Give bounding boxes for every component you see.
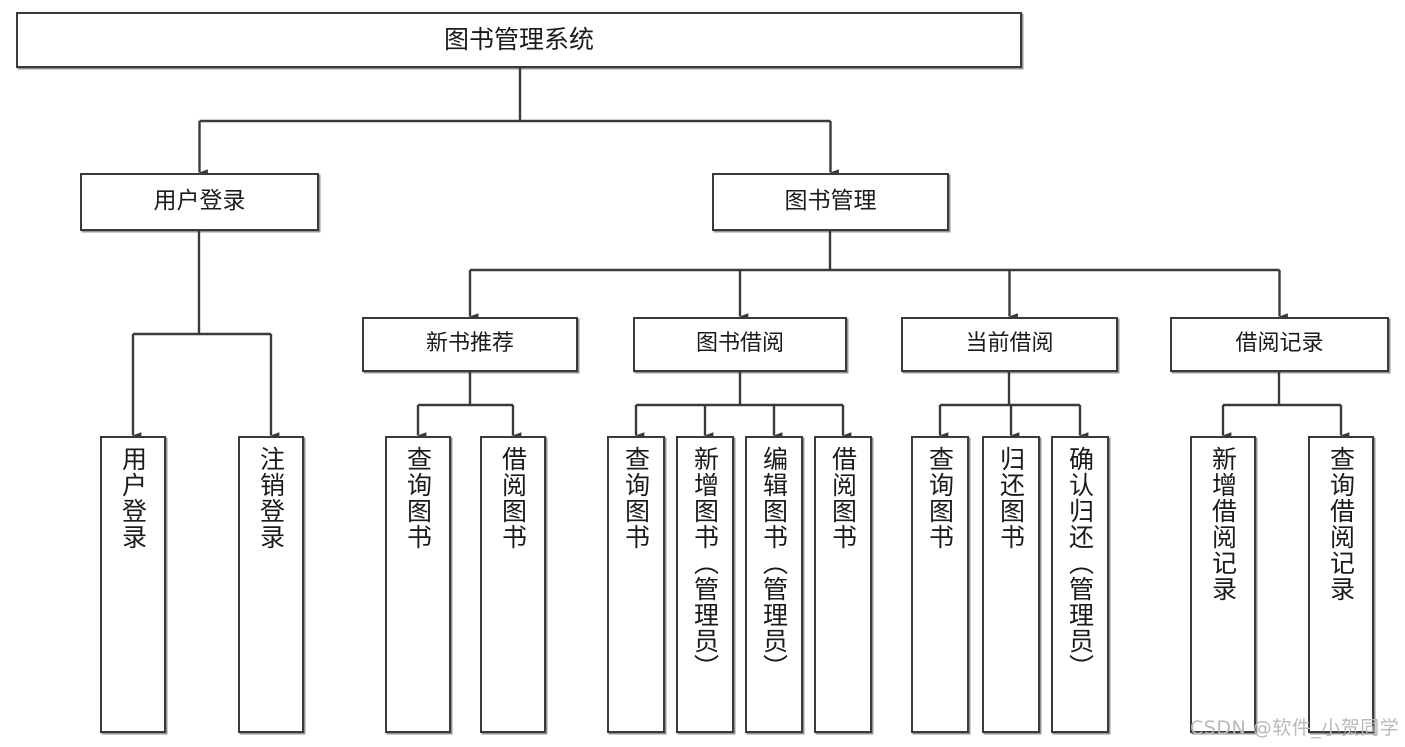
node-label: 确认归还（管理员） — [1065, 446, 1095, 680]
node-leaf-add-book[interactable]: 新增图书（管理员） — [676, 436, 734, 733]
node-label: 借阅记录 — [1235, 331, 1324, 357]
node-label: 图书管理 — [784, 188, 877, 215]
node-leaf-confirm-return[interactable]: 确认归还（管理员） — [1051, 436, 1109, 733]
node-leaf-query-book-2[interactable]: 查询图书 — [607, 436, 665, 733]
node-label: 用户登录 — [118, 446, 148, 550]
node-leaf-add-record[interactable]: 新增借阅记录 — [1190, 436, 1256, 733]
node-leaf-query-book-3[interactable]: 查询图书 — [911, 436, 969, 733]
node-label: 查询图书 — [621, 446, 651, 550]
node-label: 借阅图书 — [828, 446, 858, 550]
node-leaf-borrow-book-2[interactable]: 借阅图书 — [814, 436, 872, 733]
node-label: 归还图书 — [996, 446, 1026, 550]
node-leaf-query-record[interactable]: 查询借阅记录 — [1308, 436, 1374, 733]
node-leaf-query-book-1[interactable]: 查询图书 — [385, 436, 451, 733]
node-leaf-logout[interactable]: 注销登录 — [238, 436, 304, 733]
node-leaf-edit-book[interactable]: 编辑图书（管理员） — [745, 436, 803, 733]
node-label: 图书借阅 — [695, 331, 784, 357]
node-label: 新增借阅记录 — [1208, 446, 1238, 602]
node-leaf-borrow-book-1[interactable]: 借阅图书 — [480, 436, 546, 733]
node-label: 用户登录 — [153, 188, 246, 215]
node-label: 查询图书 — [925, 446, 955, 550]
node-label: 编辑图书（管理员） — [759, 446, 789, 680]
node-label: 注销登录 — [256, 446, 286, 550]
node-borrow-record[interactable]: 借阅记录 — [1170, 317, 1389, 372]
csdn-watermark: CSDN @软件_小贺同学 — [1190, 717, 1400, 739]
node-leaf-user-login[interactable]: 用户登录 — [100, 436, 166, 733]
node-leaf-return-book[interactable]: 归还图书 — [982, 436, 1040, 733]
node-root[interactable]: 图书管理系统 — [16, 12, 1022, 68]
node-label: 图书管理系统 — [443, 25, 594, 54]
node-label: 新书推荐 — [425, 331, 514, 357]
node-current-borrow[interactable]: 当前借阅 — [901, 317, 1118, 372]
node-book-manage[interactable]: 图书管理 — [712, 173, 949, 231]
node-label: 查询借阅记录 — [1326, 446, 1356, 602]
node-label: 新增图书（管理员） — [690, 446, 720, 680]
node-new-book-rec[interactable]: 新书推荐 — [362, 317, 578, 372]
node-user-login[interactable]: 用户登录 — [80, 173, 319, 231]
node-book-borrow[interactable]: 图书借阅 — [633, 317, 847, 372]
node-label: 当前借阅 — [965, 331, 1054, 357]
node-label: 借阅图书 — [498, 446, 528, 550]
node-label: 查询图书 — [403, 446, 433, 550]
